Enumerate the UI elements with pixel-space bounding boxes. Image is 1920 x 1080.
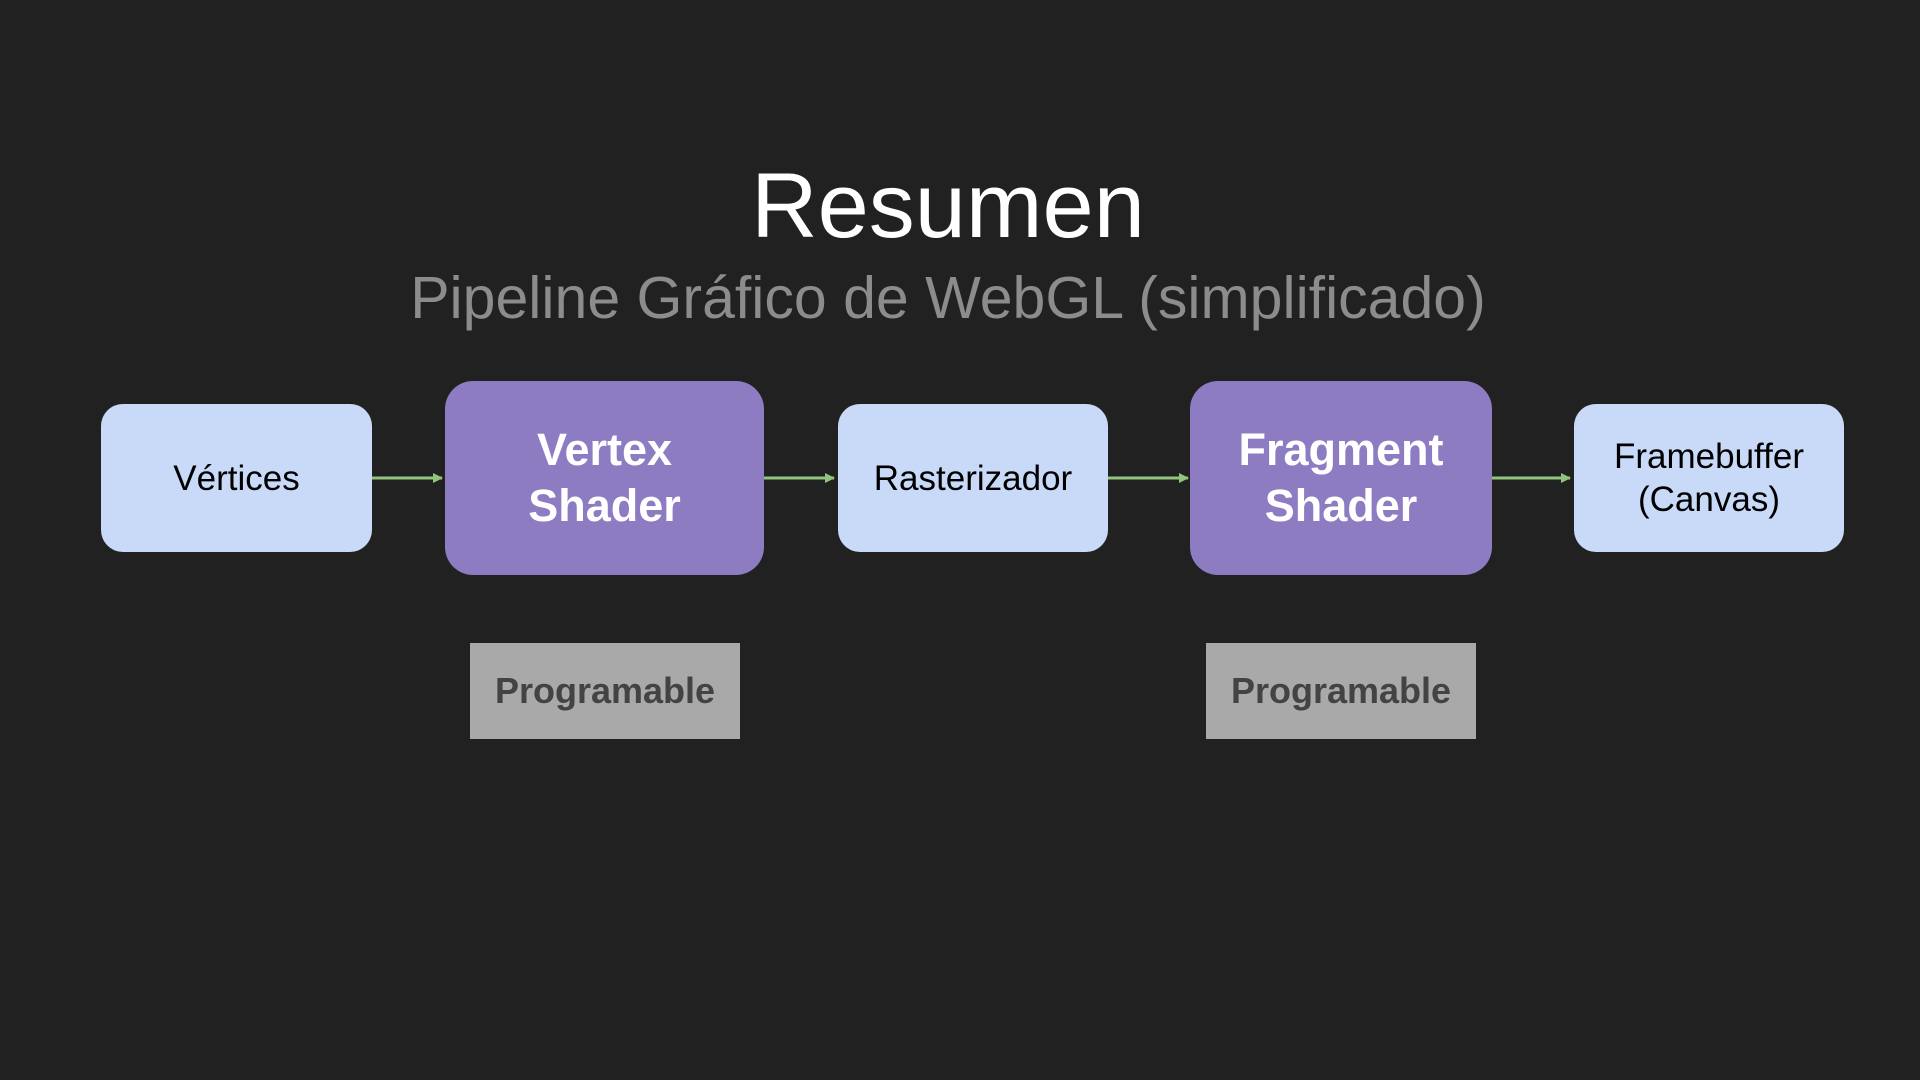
programmable-tag-fragment-shader-label: Programable: [1230, 670, 1452, 711]
programmable-tag-vertex-shader-label: Programable: [494, 670, 716, 711]
stage-vertex-shader-label: Vertex Shader: [528, 424, 681, 531]
stage-vertices-label: Vértices: [173, 458, 300, 498]
stage-rasterizer: Rasterizador: [838, 404, 1108, 552]
stage-framebuffer: Framebuffer (Canvas): [1574, 404, 1844, 552]
stage-vertex-shader: Vertex Shader: [445, 381, 764, 575]
stage-framebuffer-label: Framebuffer (Canvas): [1614, 437, 1804, 519]
stage-fragment-shader-label: Fragment Shader: [1238, 424, 1444, 531]
stage-rasterizer-label: Rasterizador: [873, 458, 1073, 498]
stage-vertices: Vértices: [101, 404, 372, 552]
programmable-tag-fragment-shader: Programable: [1206, 643, 1476, 739]
stage-fragment-shader: Fragment Shader: [1190, 381, 1492, 575]
programmable-tag-vertex-shader: Programable: [470, 643, 740, 739]
slide-subtitle: Pipeline Gráfico de WebGL (simplificado): [410, 265, 1486, 331]
slide-title: Resumen: [751, 155, 1145, 257]
